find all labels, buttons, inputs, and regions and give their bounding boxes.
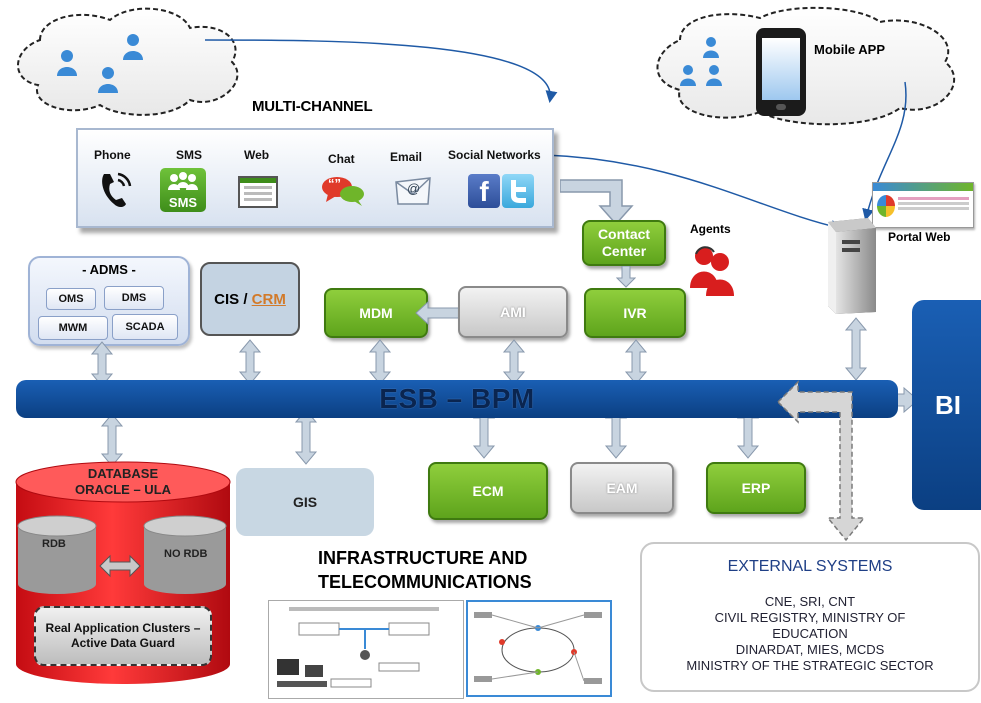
multichannel-title: MULTI-CHANNEL bbox=[252, 98, 373, 115]
adms-mwm-button[interactable]: MWM bbox=[38, 316, 108, 340]
gis-box[interactable]: GIS bbox=[236, 468, 374, 536]
channel-label-chat: Chat bbox=[328, 152, 355, 166]
phone-icon[interactable] bbox=[96, 168, 136, 210]
eam-label: EAM bbox=[606, 480, 638, 496]
rdb-label: RDB bbox=[42, 538, 66, 550]
channel-label-social-networks: Social Networks bbox=[448, 148, 541, 162]
multichannel-contact-arrow bbox=[560, 179, 634, 226]
ami-label: AMI bbox=[500, 304, 526, 320]
esb-bpm-bar[interactable]: ESB – BPM bbox=[16, 380, 898, 418]
cis-label: CIS / bbox=[214, 290, 248, 308]
bi-box[interactable]: BI bbox=[912, 300, 981, 510]
external-line-4: DINARDAT, MIES, MCDS bbox=[735, 642, 885, 657]
esb-external-arrow bbox=[776, 380, 866, 542]
mdm-label: MDM bbox=[359, 305, 393, 321]
adms-title: - ADMS - bbox=[82, 262, 136, 277]
chat-bubble-icon[interactable]: “” bbox=[320, 174, 366, 208]
chat-badge: “” bbox=[328, 176, 341, 191]
topology-diagram-thumbnail[interactable] bbox=[466, 600, 612, 697]
agents-icon bbox=[686, 240, 738, 298]
cis-crm-box[interactable]: CIS / CRM bbox=[200, 262, 300, 336]
ecm-label: ECM bbox=[472, 483, 504, 499]
adms-panel: - ADMS - OMS DMS MWM SCADA bbox=[28, 256, 190, 346]
network-diagram-thumbnail[interactable] bbox=[268, 600, 464, 699]
rac-label: Real Application Clusters – Active Data … bbox=[45, 621, 201, 650]
infrastructure-title-line2: TELECOMMUNICATIONS bbox=[318, 572, 532, 592]
adms-dms-button[interactable]: DMS bbox=[104, 286, 164, 310]
crm-label: CRM bbox=[251, 290, 286, 308]
portal-web-label: Portal Web bbox=[888, 230, 951, 244]
web-server-icon bbox=[812, 216, 878, 316]
external-line-3: EDUCATION bbox=[772, 626, 848, 641]
external-line-1: CNE, SRI, CNT bbox=[764, 594, 856, 609]
sms-icon[interactable]: SMS bbox=[160, 168, 206, 212]
agents-label: Agents bbox=[690, 222, 731, 236]
mobile-phone-icon bbox=[756, 28, 806, 116]
external-systems-title: EXTERNAL SYSTEMS bbox=[727, 558, 893, 575]
users-cloud bbox=[17, 7, 239, 116]
rdb-cylinder[interactable]: RDB bbox=[16, 514, 98, 596]
twitter-icon[interactable] bbox=[502, 174, 534, 208]
web-browser-icon[interactable] bbox=[238, 176, 278, 208]
eam-box[interactable]: EAM bbox=[570, 462, 674, 514]
bi-label: BI bbox=[935, 389, 961, 420]
database-title-line1: DATABASE bbox=[87, 466, 159, 481]
facebook-letter: f bbox=[479, 176, 489, 207]
contact-center-box[interactable]: Contact Center bbox=[582, 220, 666, 266]
contact-ivr-arrow bbox=[616, 266, 636, 288]
channel-label-web: Web bbox=[244, 148, 270, 162]
infrastructure-title-line1: INFRASTRUCTURE AND bbox=[318, 548, 528, 568]
facebook-icon[interactable]: f bbox=[468, 174, 500, 208]
adms-scada-button[interactable]: SCADA bbox=[112, 314, 178, 340]
mobile-app-label: Mobile APP bbox=[814, 42, 886, 57]
external-line-5: MINISTRY OF THE STRATEGIC SECTOR bbox=[686, 658, 934, 673]
sms-badge: SMS bbox=[168, 195, 198, 210]
external-systems-panel: EXTERNAL SYSTEMS CNE, SRI, CNT CIVIL REG… bbox=[640, 542, 980, 692]
portal-web-thumbnail[interactable] bbox=[872, 182, 974, 228]
email-badge: @ bbox=[407, 181, 421, 196]
channel-label-phone: Phone bbox=[94, 148, 131, 162]
database-title-line2: ORACLE – ULA bbox=[74, 482, 172, 497]
channel-label-sms: SMS bbox=[176, 148, 203, 162]
gis-label: GIS bbox=[292, 494, 318, 510]
ami-box[interactable]: AMI bbox=[458, 286, 568, 338]
rac-box[interactable]: Real Application Clusters – Active Data … bbox=[34, 606, 212, 666]
adms-oms-button[interactable]: OMS bbox=[46, 288, 96, 310]
user-group-icon bbox=[40, 18, 190, 108]
ecm-box[interactable]: ECM bbox=[428, 462, 548, 520]
esb-bpm-label: ESB – BPM bbox=[379, 383, 535, 414]
erp-box[interactable]: ERP bbox=[706, 462, 806, 514]
mobile-user-group-icon bbox=[674, 34, 734, 94]
rdb-nordb-arrow bbox=[99, 554, 141, 578]
ivr-label: IVR bbox=[623, 305, 647, 321]
multichannel-panel: Phone SMS SMS Web Chat “” Email @ Social… bbox=[76, 128, 554, 228]
erp-label: ERP bbox=[741, 480, 771, 496]
no-rdb-cylinder[interactable]: NO RDB bbox=[142, 514, 228, 596]
ivr-box[interactable]: IVR bbox=[584, 288, 686, 338]
channel-label-email: Email bbox=[390, 150, 423, 164]
no-rdb-label: NO RDB bbox=[164, 548, 208, 560]
contact-center-label: Contact Center bbox=[597, 226, 651, 259]
mdm-box[interactable]: MDM bbox=[324, 288, 428, 338]
email-icon[interactable]: @ bbox=[394, 176, 432, 206]
external-line-2: CIVIL REGISTRY, MINISTRY OF bbox=[714, 610, 906, 625]
